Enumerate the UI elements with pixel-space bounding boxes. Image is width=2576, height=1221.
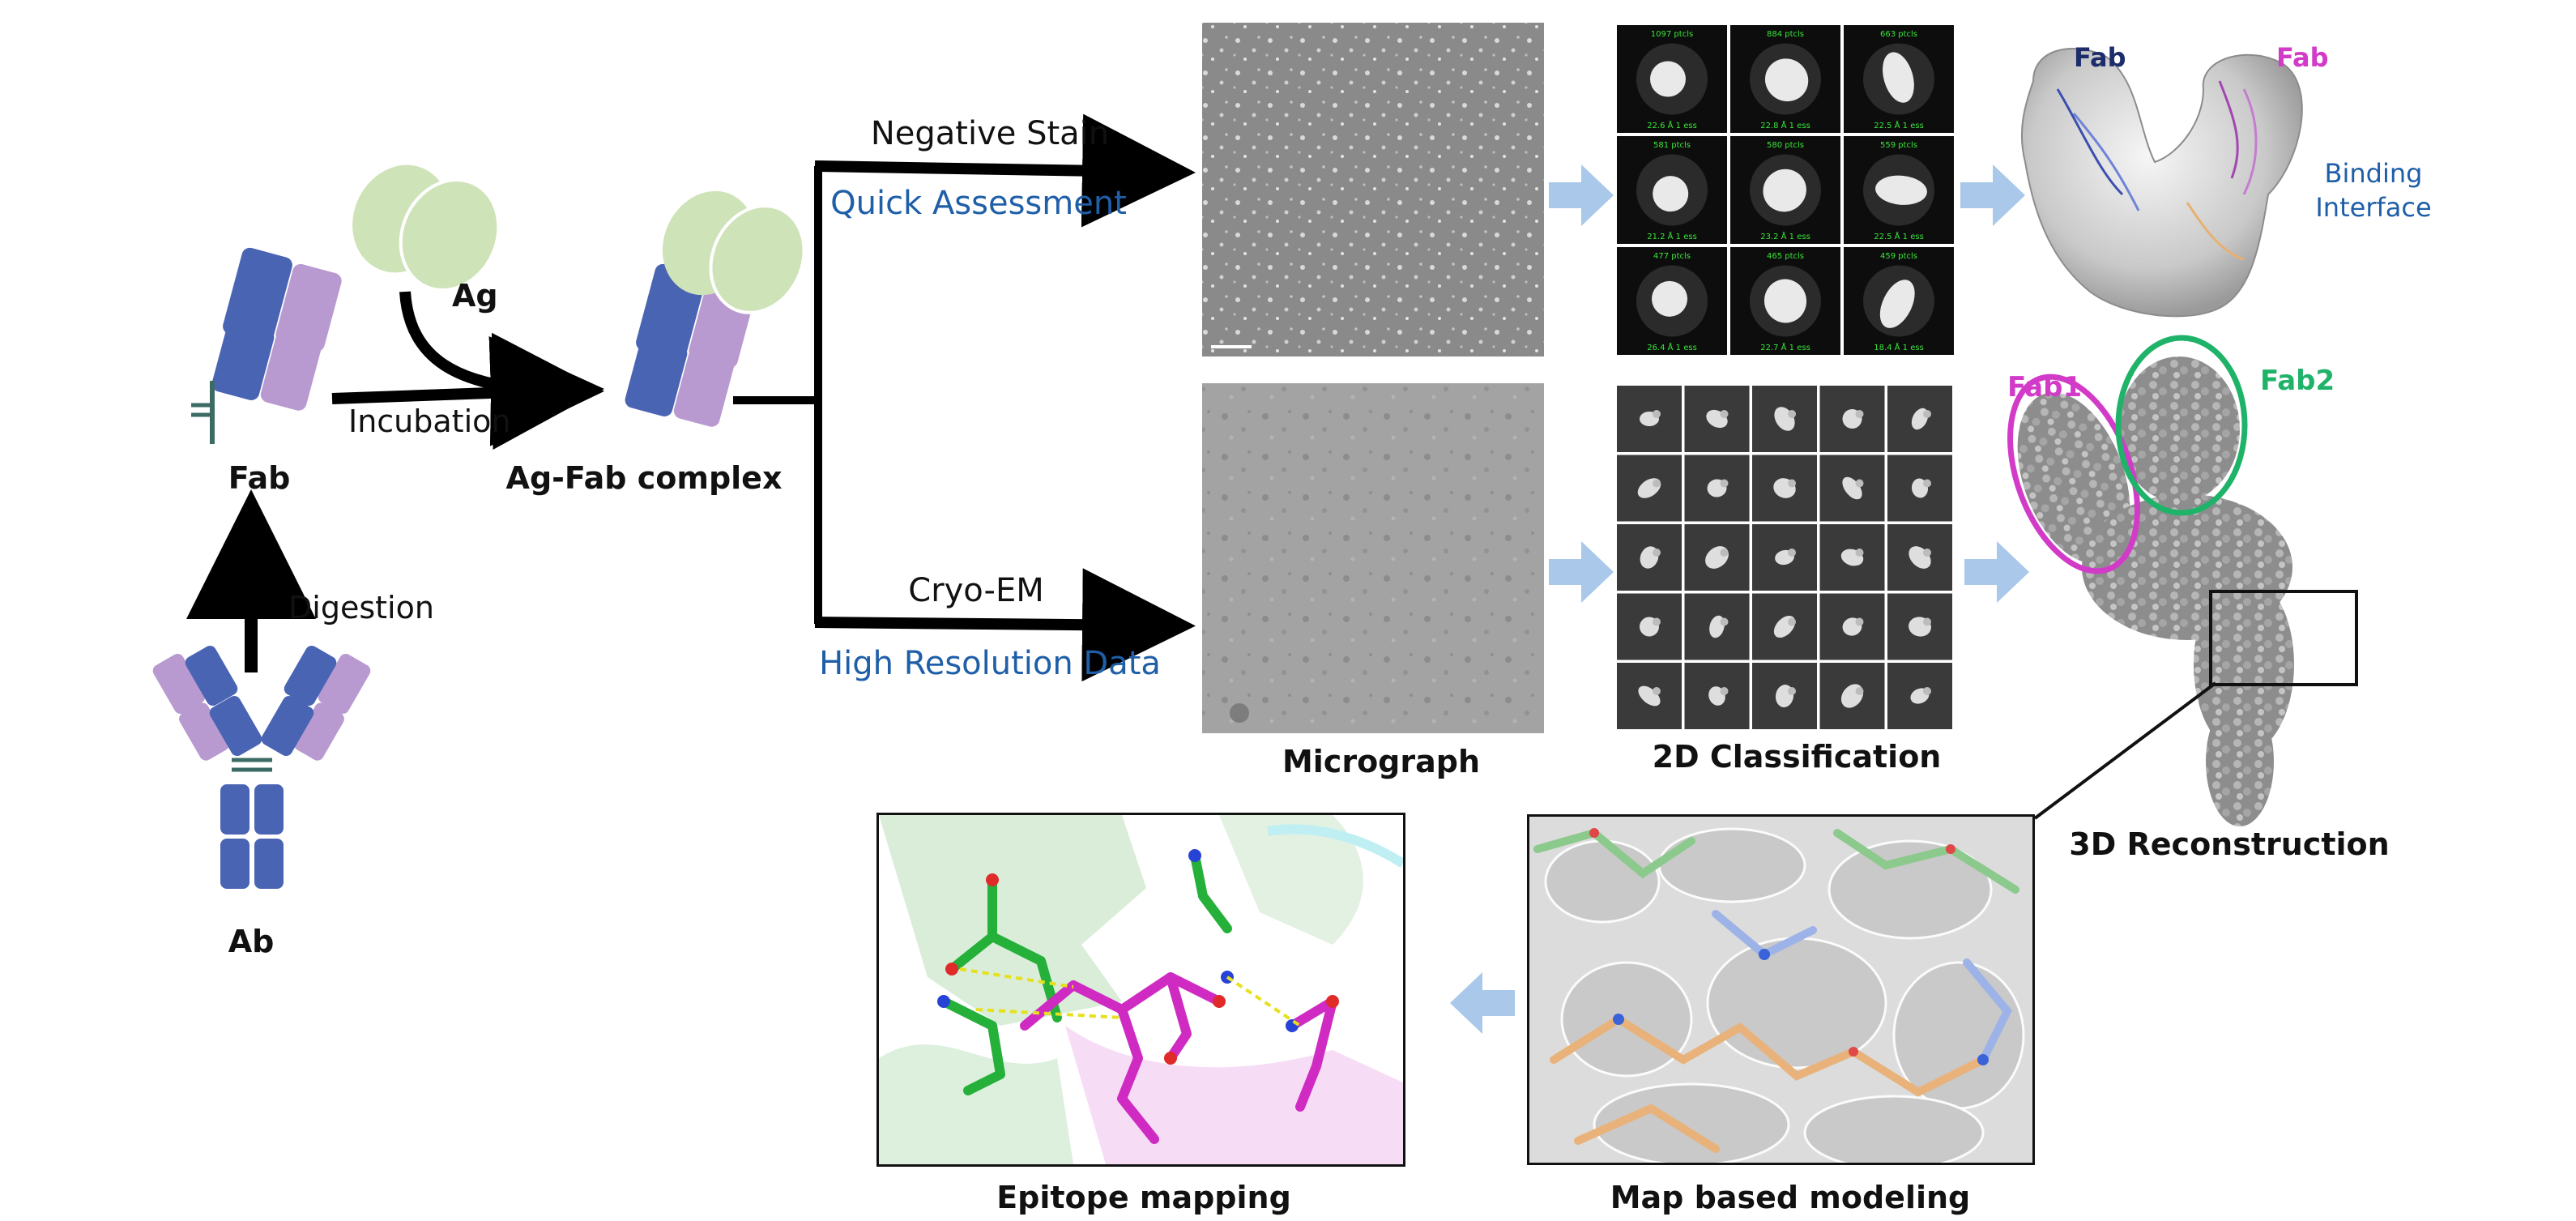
cryo-class-tile xyxy=(1887,593,1952,660)
digestion-label: Digestion xyxy=(288,590,434,625)
cryo-class-grid xyxy=(1617,386,1952,729)
class-resolution: 22.8 Å 1 ess xyxy=(1760,120,1810,130)
class-average-tile: 459 ptcls 18.4 Å 1 ess xyxy=(1844,247,1954,355)
antibody-icon xyxy=(152,645,371,889)
complex-label: Ag-Fab complex xyxy=(505,460,783,496)
cryo-class-tile xyxy=(1819,386,1885,452)
cryo-class-tile xyxy=(1819,593,1885,660)
cryo-class-tile xyxy=(1819,524,1885,591)
ag-label: Ag xyxy=(452,278,498,314)
negative-stain-micrograph xyxy=(1202,23,1544,356)
class-average-tile: 581 ptcls 21.2 Å 1 ess xyxy=(1617,136,1727,244)
cryo-class-tile xyxy=(1887,386,1952,452)
cryo-class-tile xyxy=(1684,386,1750,452)
cryo-class-tile xyxy=(1684,593,1750,660)
zoom-box xyxy=(2209,590,2358,686)
class-resolution: 22.5 Å 1 ess xyxy=(1874,120,1924,130)
fab-top-left-label: Fab xyxy=(2074,42,2126,73)
class-average-tile: 580 ptcls 23.2 Å 1 ess xyxy=(1730,136,1840,244)
class-particle-count: 465 ptcls xyxy=(1767,252,1804,261)
class-resolution: 23.2 Å 1 ess xyxy=(1760,231,1810,241)
class-average-tile: 1097 ptcls 22.6 Å 1 ess xyxy=(1617,25,1727,133)
cryo-class-tile xyxy=(1887,663,1952,729)
class-particle-count: 884 ptcls xyxy=(1767,30,1804,39)
binding-interface-label: Binding Interface xyxy=(2315,158,2432,223)
class-resolution: 22.6 Å 1 ess xyxy=(1647,120,1697,130)
fab-top-right-label: Fab xyxy=(2276,42,2329,73)
cryo-class-tile xyxy=(1887,524,1952,591)
cryo-em-micrograph xyxy=(1202,383,1544,733)
branch-connector xyxy=(733,113,1196,682)
class-particle-count: 663 ptcls xyxy=(1880,30,1917,39)
class-average-tile: 663 ptcls 22.5 Å 1 ess xyxy=(1844,25,1954,133)
cryo-em-label: Cryo-EM xyxy=(908,572,1044,609)
cryo-class-tile xyxy=(1617,524,1682,591)
epitope-mapping-label: Epitope mapping xyxy=(996,1180,1291,1215)
flow-arrows xyxy=(1450,164,2029,1034)
class-particle-count: 459 ptcls xyxy=(1880,252,1917,261)
class-particle-count: 559 ptcls xyxy=(1880,141,1917,150)
class-average-tile: 465 ptcls 22.7 Å 1 ess xyxy=(1730,247,1840,355)
class-resolution: 22.7 Å 1 ess xyxy=(1760,342,1810,352)
class-resolution: 18.4 Å 1 ess xyxy=(1874,342,1924,352)
negative-stain-label: Negative Stain xyxy=(870,115,1110,152)
ab-label: Ab xyxy=(228,924,275,959)
cryo-class-tile xyxy=(1684,524,1750,591)
class-average-tile: 884 ptcls 22.8 Å 1 ess xyxy=(1730,25,1840,133)
fab-label: Fab xyxy=(228,460,291,496)
cryo-class-tile xyxy=(1617,455,1682,522)
fab-fragment-icon xyxy=(191,247,342,444)
cryo-class-tile xyxy=(1819,663,1885,729)
cryo-3d-map xyxy=(2007,335,2358,826)
class-particle-count: 1097 ptcls xyxy=(1651,30,1693,39)
map-model-image xyxy=(1529,817,2032,1163)
quick-assessment-label: Quick Assessment xyxy=(830,185,1127,222)
reconstruction-3d-label: 3D Reconstruction xyxy=(2069,826,2390,862)
cryo-class-tile xyxy=(1752,455,1817,522)
map-modeling-label: Map based modeling xyxy=(1610,1180,1971,1215)
classification-2d-label: 2D Classification xyxy=(1652,739,1942,775)
ice-contaminant xyxy=(1230,703,1249,723)
cryo-class-tile xyxy=(1752,524,1817,591)
epitope-panel xyxy=(876,813,1405,1167)
cryo-class-tile xyxy=(1617,663,1682,729)
class-particle-count: 580 ptcls xyxy=(1767,141,1804,150)
cryo-class-tile xyxy=(1684,455,1750,522)
high-resolution-label: High Resolution Data xyxy=(819,645,1161,682)
fab1-highlight xyxy=(2007,374,2140,574)
ag-fab-complex-icon xyxy=(625,190,806,427)
cryo-class-tile xyxy=(1752,593,1817,660)
class-particle-count: 581 ptcls xyxy=(1653,141,1691,150)
cryo-class-tile xyxy=(1819,455,1885,522)
cryo-class-tile xyxy=(1684,663,1750,729)
fab2-highlight xyxy=(2115,335,2248,516)
cryo-class-tile xyxy=(1752,386,1817,452)
zoom-line xyxy=(2033,681,2217,820)
cryo-class-tile xyxy=(1752,663,1817,729)
fab1-label: Fab1 xyxy=(2007,371,2083,403)
ns-3d-map xyxy=(2020,48,2303,318)
class-average-tile: 477 ptcls 26.4 Å 1 ess xyxy=(1617,247,1727,355)
map-model-panel xyxy=(1527,814,2035,1165)
class-average-tile: 559 ptcls 22.5 Å 1 ess xyxy=(1844,136,1954,244)
antigen-icon xyxy=(352,164,501,292)
incubation-label: Incubation xyxy=(348,403,511,439)
cryo-class-tile xyxy=(1617,386,1682,452)
ns-class-grid: 1097 ptcls 22.6 Å 1 ess 884 ptcls 22.8 Å 1 … xyxy=(1617,25,1954,355)
fab2-label: Fab2 xyxy=(2260,365,2335,397)
epitope-image xyxy=(879,815,1403,1164)
micrograph-label: Micrograph xyxy=(1282,744,1481,779)
class-resolution: 21.2 Å 1 ess xyxy=(1647,231,1697,241)
cryo-class-tile xyxy=(1617,593,1682,660)
class-resolution: 26.4 Å 1 ess xyxy=(1647,342,1697,352)
incubation-arrow xyxy=(331,336,604,450)
class-resolution: 22.5 Å 1 ess xyxy=(1874,231,1924,241)
cryo-class-tile xyxy=(1887,455,1952,522)
class-particle-count: 477 ptcls xyxy=(1653,252,1691,261)
